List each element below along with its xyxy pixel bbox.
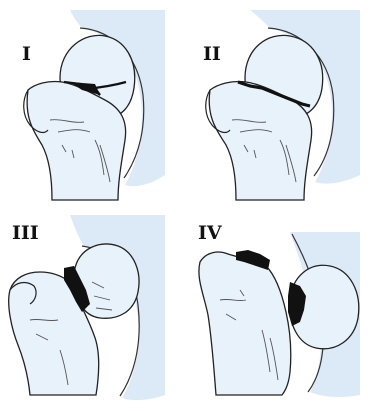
panel-i-label: I — [22, 43, 31, 65]
panel-iv-label: IV — [198, 222, 223, 244]
panel-iv — [199, 232, 360, 397]
panel-iii-label: III — [12, 222, 39, 244]
panel-i — [24, 10, 165, 200]
panel-ii — [206, 10, 360, 200]
panel-ii-label: II — [203, 43, 221, 65]
